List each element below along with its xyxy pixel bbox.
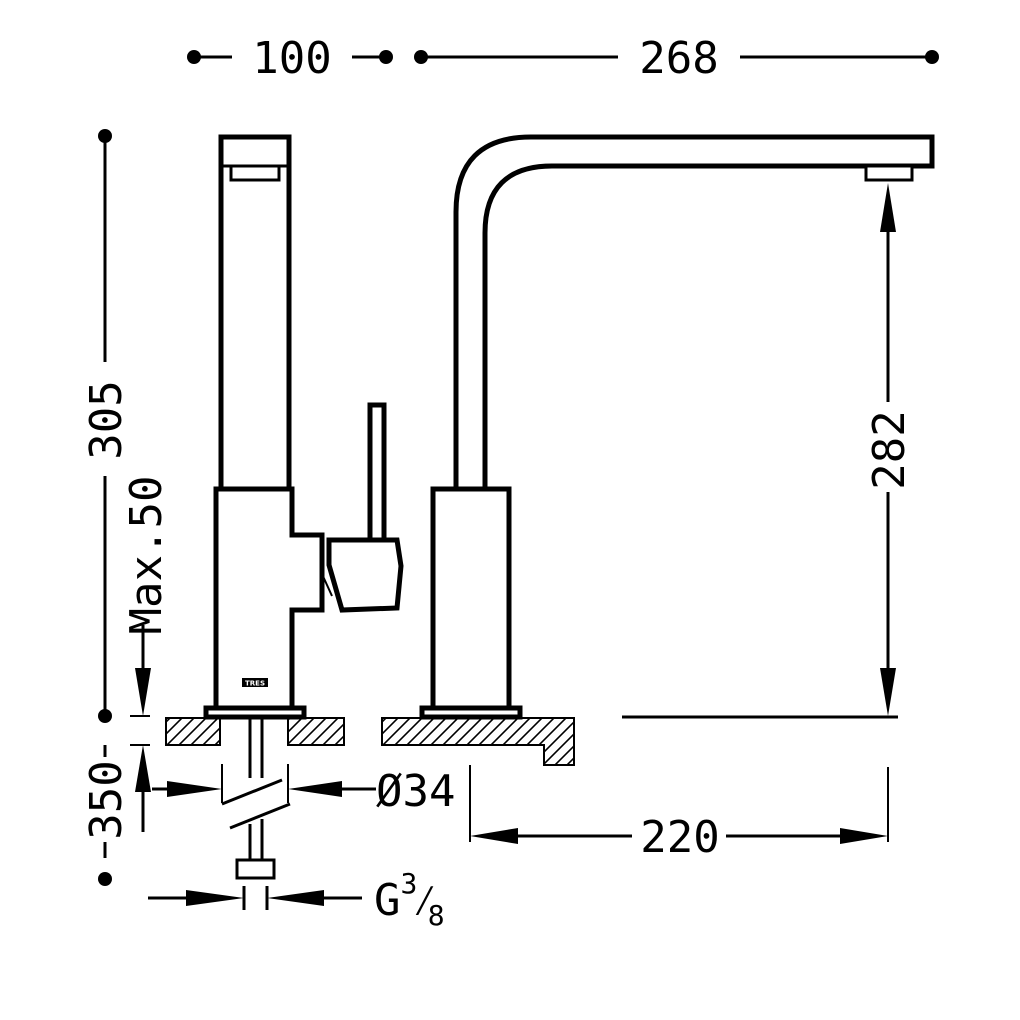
arrow-down	[135, 668, 151, 716]
arrow-right	[840, 828, 888, 844]
dimension-total-height: 305	[81, 129, 132, 723]
spout-arc	[453, 134, 935, 492]
faucet-body	[213, 486, 325, 711]
hole-diameter-label: Ø34	[376, 766, 455, 817]
hole-to-edge-label: 220	[640, 812, 719, 863]
spout-height-label: 282	[864, 410, 915, 489]
arrow-left	[288, 781, 342, 797]
faucet-side-view: TRES	[203, 134, 404, 720]
faucet-body	[430, 486, 512, 711]
dimension-endpoint	[925, 50, 939, 64]
dimension-endpoint	[98, 872, 112, 886]
dimension-endpoint	[98, 709, 112, 723]
counter-section-left	[165, 717, 221, 746]
aerator	[864, 164, 914, 182]
dimension-hole-to-edge: 220	[469, 765, 889, 863]
lever-hub	[326, 537, 404, 613]
total-height-label: 305	[81, 380, 132, 459]
hose-length-label: 350	[81, 760, 132, 839]
dimension-reach: 268	[414, 33, 939, 84]
base-plate	[203, 705, 307, 720]
counter-section-right	[381, 717, 575, 766]
arrow-left	[267, 890, 324, 906]
arrow-down	[880, 668, 896, 716]
spout-column	[218, 134, 292, 492]
faucet-front-view	[419, 134, 935, 720]
counter-section-middle	[287, 717, 345, 746]
dimension-connection-thread: G3⁄8	[148, 867, 445, 932]
aerator	[229, 164, 281, 182]
dimension-hose-length: 350	[81, 745, 132, 886]
brand-logo	[242, 678, 268, 687]
brand-logo-text: TRES	[245, 680, 265, 688]
arrow-up	[880, 183, 896, 232]
hose-connector	[235, 858, 276, 880]
dimension-spout-height: 282	[864, 183, 915, 716]
base-plate	[419, 705, 523, 720]
reach-label: 268	[639, 33, 718, 84]
lever-handle	[367, 402, 387, 543]
dimension-width-base: 100	[187, 33, 393, 84]
arrow-right	[186, 890, 244, 906]
dimension-hole-diameter: Ø34	[152, 764, 455, 817]
connection-label: G3⁄8	[374, 867, 445, 932]
supply-hose	[221, 717, 291, 910]
dimension-endpoint	[379, 50, 393, 64]
width-base-label: 100	[252, 33, 331, 84]
dimension-max-deck: Max.50	[121, 476, 172, 832]
arrow-up	[135, 745, 151, 792]
countertop	[165, 715, 898, 766]
arrow-right	[167, 781, 222, 797]
arrow-left	[470, 828, 518, 844]
max-deck-label: Max.50	[121, 476, 172, 635]
